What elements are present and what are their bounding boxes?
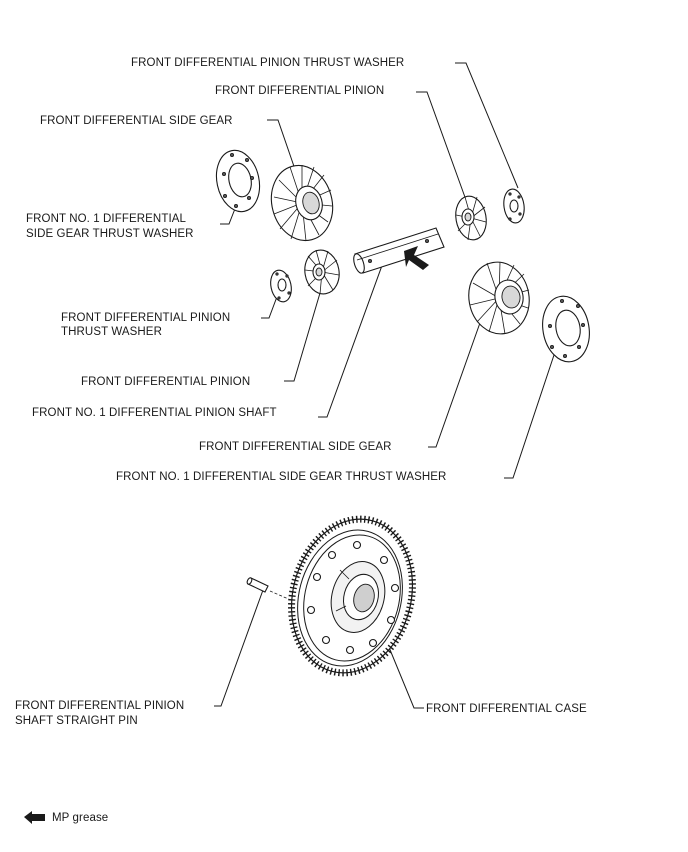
label-side-gear-thrust-washer-top-line2: SIDE GEAR THRUST WASHER — [26, 228, 194, 240]
pinion-thrust-washer-left — [270, 269, 292, 303]
leader-side-gear-thrust-washer-bottom — [504, 345, 558, 479]
leader-case — [385, 639, 424, 709]
label-side-gear-bottom: FRONT DIFFERENTIAL SIDE GEAR — [199, 441, 392, 453]
leader-pinion-thrust-washer-top — [455, 62, 519, 189]
label-pinion-thrust-washer-left-line2: THRUST WASHER — [61, 326, 162, 338]
label-straight-pin-line1: FRONT DIFFERENTIAL PINION — [15, 700, 185, 712]
side-gear-upper — [270, 164, 334, 242]
legend-left-arrow-icon — [24, 811, 45, 824]
leader-pinion-left — [284, 292, 321, 382]
label-side-gear-thrust-washer-top-line1: FRONT NO. 1 DIFFERENTIAL — [26, 213, 187, 225]
differential-case — [288, 515, 416, 677]
label-side-gear-thrust-washer-bottom: FRONT NO. 1 DIFFERENTIAL SIDE GEAR THRUS… — [116, 471, 447, 483]
case-bolt-holes — [306, 540, 400, 655]
leader-pinion-shaft — [318, 259, 385, 418]
pinion-left — [304, 249, 340, 295]
label-side-gear-top: FRONT DIFFERENTIAL SIDE GEAR — [40, 115, 233, 127]
legend-text: MP grease — [52, 812, 109, 824]
side-gear-lower — [468, 261, 530, 335]
grease-arrow-icon — [404, 246, 429, 270]
label-pinion-top: FRONT DIFFERENTIAL PINION — [215, 85, 385, 97]
label-pinion-thrust-washer-top: FRONT DIFFERENTIAL PINION THRUST WASHER — [131, 57, 405, 69]
label-straight-pin-line2: SHAFT STRAIGHT PIN — [15, 715, 138, 727]
label-case: FRONT DIFFERENTIAL CASE — [426, 703, 587, 715]
side-gear-thrust-washer-left — [215, 149, 261, 213]
leader-pinion-top — [416, 91, 467, 201]
pinion-right — [455, 195, 487, 241]
leader-straight-pin — [214, 589, 264, 707]
leader-lines — [214, 62, 558, 709]
leader-side-gear-top — [267, 119, 299, 179]
label-pinion-shaft: FRONT NO. 1 DIFFERENTIAL PINION SHAFT — [32, 407, 277, 419]
label-pinion-thrust-washer-left-line1: FRONT DIFFERENTIAL PINION — [61, 312, 231, 324]
leader-pinion-thrust-washer-left — [261, 293, 279, 319]
pinion-thrust-washer-right — [503, 188, 525, 224]
leader-side-gear-bottom — [428, 319, 482, 448]
side-gear-thrust-washer-right — [542, 295, 590, 363]
label-pinion-left: FRONT DIFFERENTIAL PINION — [81, 376, 251, 388]
pinion-shaft — [353, 227, 445, 274]
